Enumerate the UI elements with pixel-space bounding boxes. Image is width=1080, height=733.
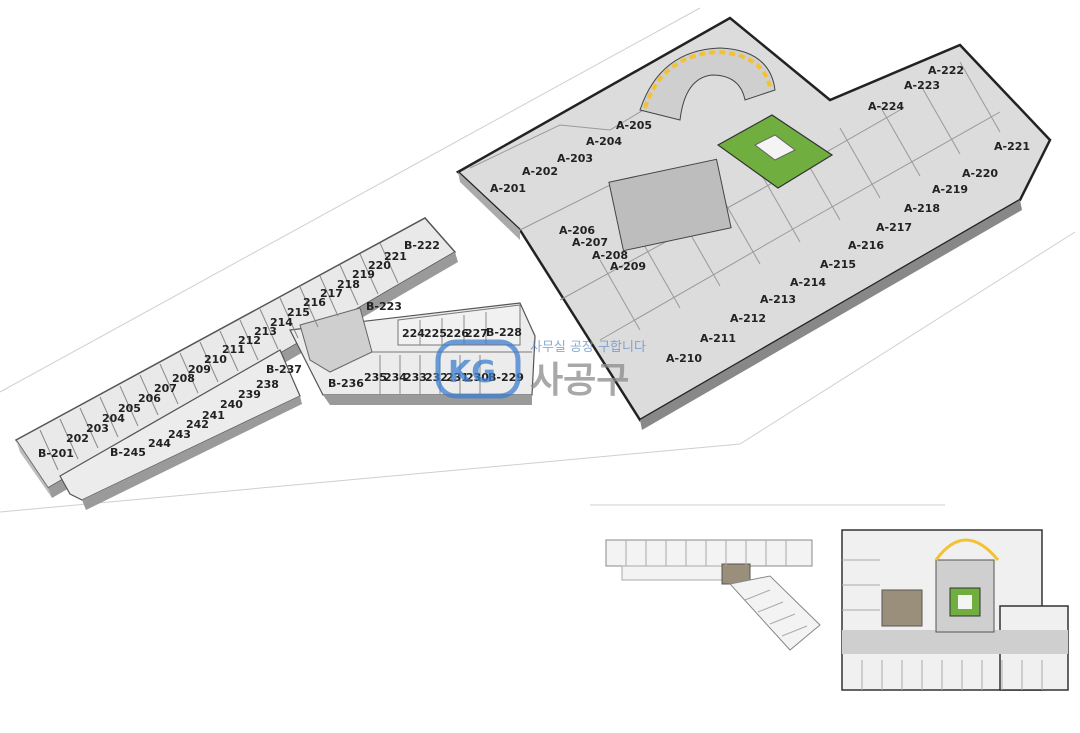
room-label: B-236 bbox=[328, 377, 364, 390]
room-label: B-222 bbox=[404, 239, 440, 252]
building-a-isometric bbox=[455, 16, 1052, 430]
room-label: B-201 bbox=[38, 447, 74, 460]
room-label: A-201 bbox=[490, 182, 526, 195]
room-label: 216 bbox=[303, 296, 326, 309]
room-label: 224 bbox=[402, 327, 425, 340]
room-label: 220 bbox=[368, 259, 391, 272]
room-label: A-216 bbox=[848, 239, 884, 252]
room-label: 233 bbox=[404, 371, 427, 384]
room-label: A-222 bbox=[928, 64, 964, 77]
watermark-brand: 사공구 bbox=[530, 360, 629, 401]
room-label: A-212 bbox=[730, 312, 766, 325]
building-b-isometric bbox=[14, 217, 536, 510]
room-label: A-211 bbox=[700, 332, 736, 345]
room-label: B-229 bbox=[488, 371, 524, 384]
watermark-logo: KG bbox=[448, 355, 496, 390]
room-label: 225 bbox=[424, 327, 447, 340]
room-label: 219 bbox=[352, 268, 375, 281]
room-label: 211 bbox=[222, 343, 245, 356]
room-label: 230 bbox=[466, 371, 489, 384]
building-b-labels: B-201 202 203 204 205 206 207 208 209 21… bbox=[38, 239, 524, 460]
room-label: A-218 bbox=[904, 202, 940, 215]
room-label: 204 bbox=[102, 412, 125, 425]
room-label: A-223 bbox=[904, 79, 940, 92]
room-label: A-207 bbox=[572, 236, 608, 249]
room-label: A-210 bbox=[666, 352, 702, 365]
room-label: B-245 bbox=[110, 446, 146, 459]
building-a-labels: A-201 A-202 A-203 A-204 A-205 A-206 A-20… bbox=[490, 64, 1030, 365]
room-label: 243 bbox=[168, 428, 191, 441]
room-label: 208 bbox=[172, 372, 195, 385]
room-label: B-223 bbox=[366, 300, 402, 313]
mini-plan-building-b bbox=[605, 539, 821, 651]
room-label: 238 bbox=[256, 378, 279, 391]
room-label: A-204 bbox=[586, 135, 622, 148]
room-label: A-219 bbox=[932, 183, 968, 196]
room-label: A-213 bbox=[760, 293, 796, 306]
room-label: A-220 bbox=[962, 167, 998, 180]
room-label: A-214 bbox=[790, 276, 826, 289]
room-label: 241 bbox=[202, 409, 225, 422]
room-label: B-228 bbox=[486, 326, 522, 339]
room-label: 205 bbox=[118, 402, 141, 415]
room-label: 234 bbox=[384, 371, 407, 384]
room-label: 215 bbox=[287, 306, 310, 319]
room-label: A-202 bbox=[522, 165, 558, 178]
room-label: 214 bbox=[270, 316, 293, 329]
room-label: 240 bbox=[220, 398, 243, 411]
room-label: 235 bbox=[364, 371, 387, 384]
room-label: A-208 bbox=[592, 249, 628, 262]
room-label: 217 bbox=[320, 287, 343, 300]
room-label: 226 bbox=[446, 327, 469, 340]
room-label: A-209 bbox=[610, 260, 646, 273]
room-label: A-217 bbox=[876, 221, 912, 234]
room-label: A-221 bbox=[994, 140, 1030, 153]
room-label: 202 bbox=[66, 432, 89, 445]
room-label: 231 bbox=[446, 371, 469, 384]
room-label: A-215 bbox=[820, 258, 856, 271]
room-label: 210 bbox=[204, 353, 227, 366]
room-label: 221 bbox=[384, 250, 407, 263]
watermark: KG 사무실 공장 구합니다 사공구 bbox=[435, 339, 646, 401]
room-label: 203 bbox=[86, 422, 109, 435]
room-label: 239 bbox=[238, 388, 261, 401]
room-label: 218 bbox=[337, 278, 360, 291]
site-boundary bbox=[0, 7, 1076, 513]
room-label: 209 bbox=[188, 363, 211, 376]
room-label: A-205 bbox=[616, 119, 652, 132]
room-label: B-237 bbox=[266, 363, 302, 376]
room-label: A-206 bbox=[559, 224, 595, 237]
room-label: 242 bbox=[186, 418, 209, 431]
room-label: 227 bbox=[465, 327, 488, 340]
room-label: 213 bbox=[254, 325, 277, 338]
room-label: 244 bbox=[148, 437, 171, 450]
room-label: 206 bbox=[138, 392, 161, 405]
room-label: 212 bbox=[238, 334, 261, 347]
room-label: 207 bbox=[154, 382, 177, 395]
room-label: A-224 bbox=[868, 100, 904, 113]
room-label: A-203 bbox=[557, 152, 593, 165]
watermark-tagline: 사무실 공장 구합니다 bbox=[530, 340, 646, 355]
mini-plan-building-a bbox=[841, 529, 1069, 691]
